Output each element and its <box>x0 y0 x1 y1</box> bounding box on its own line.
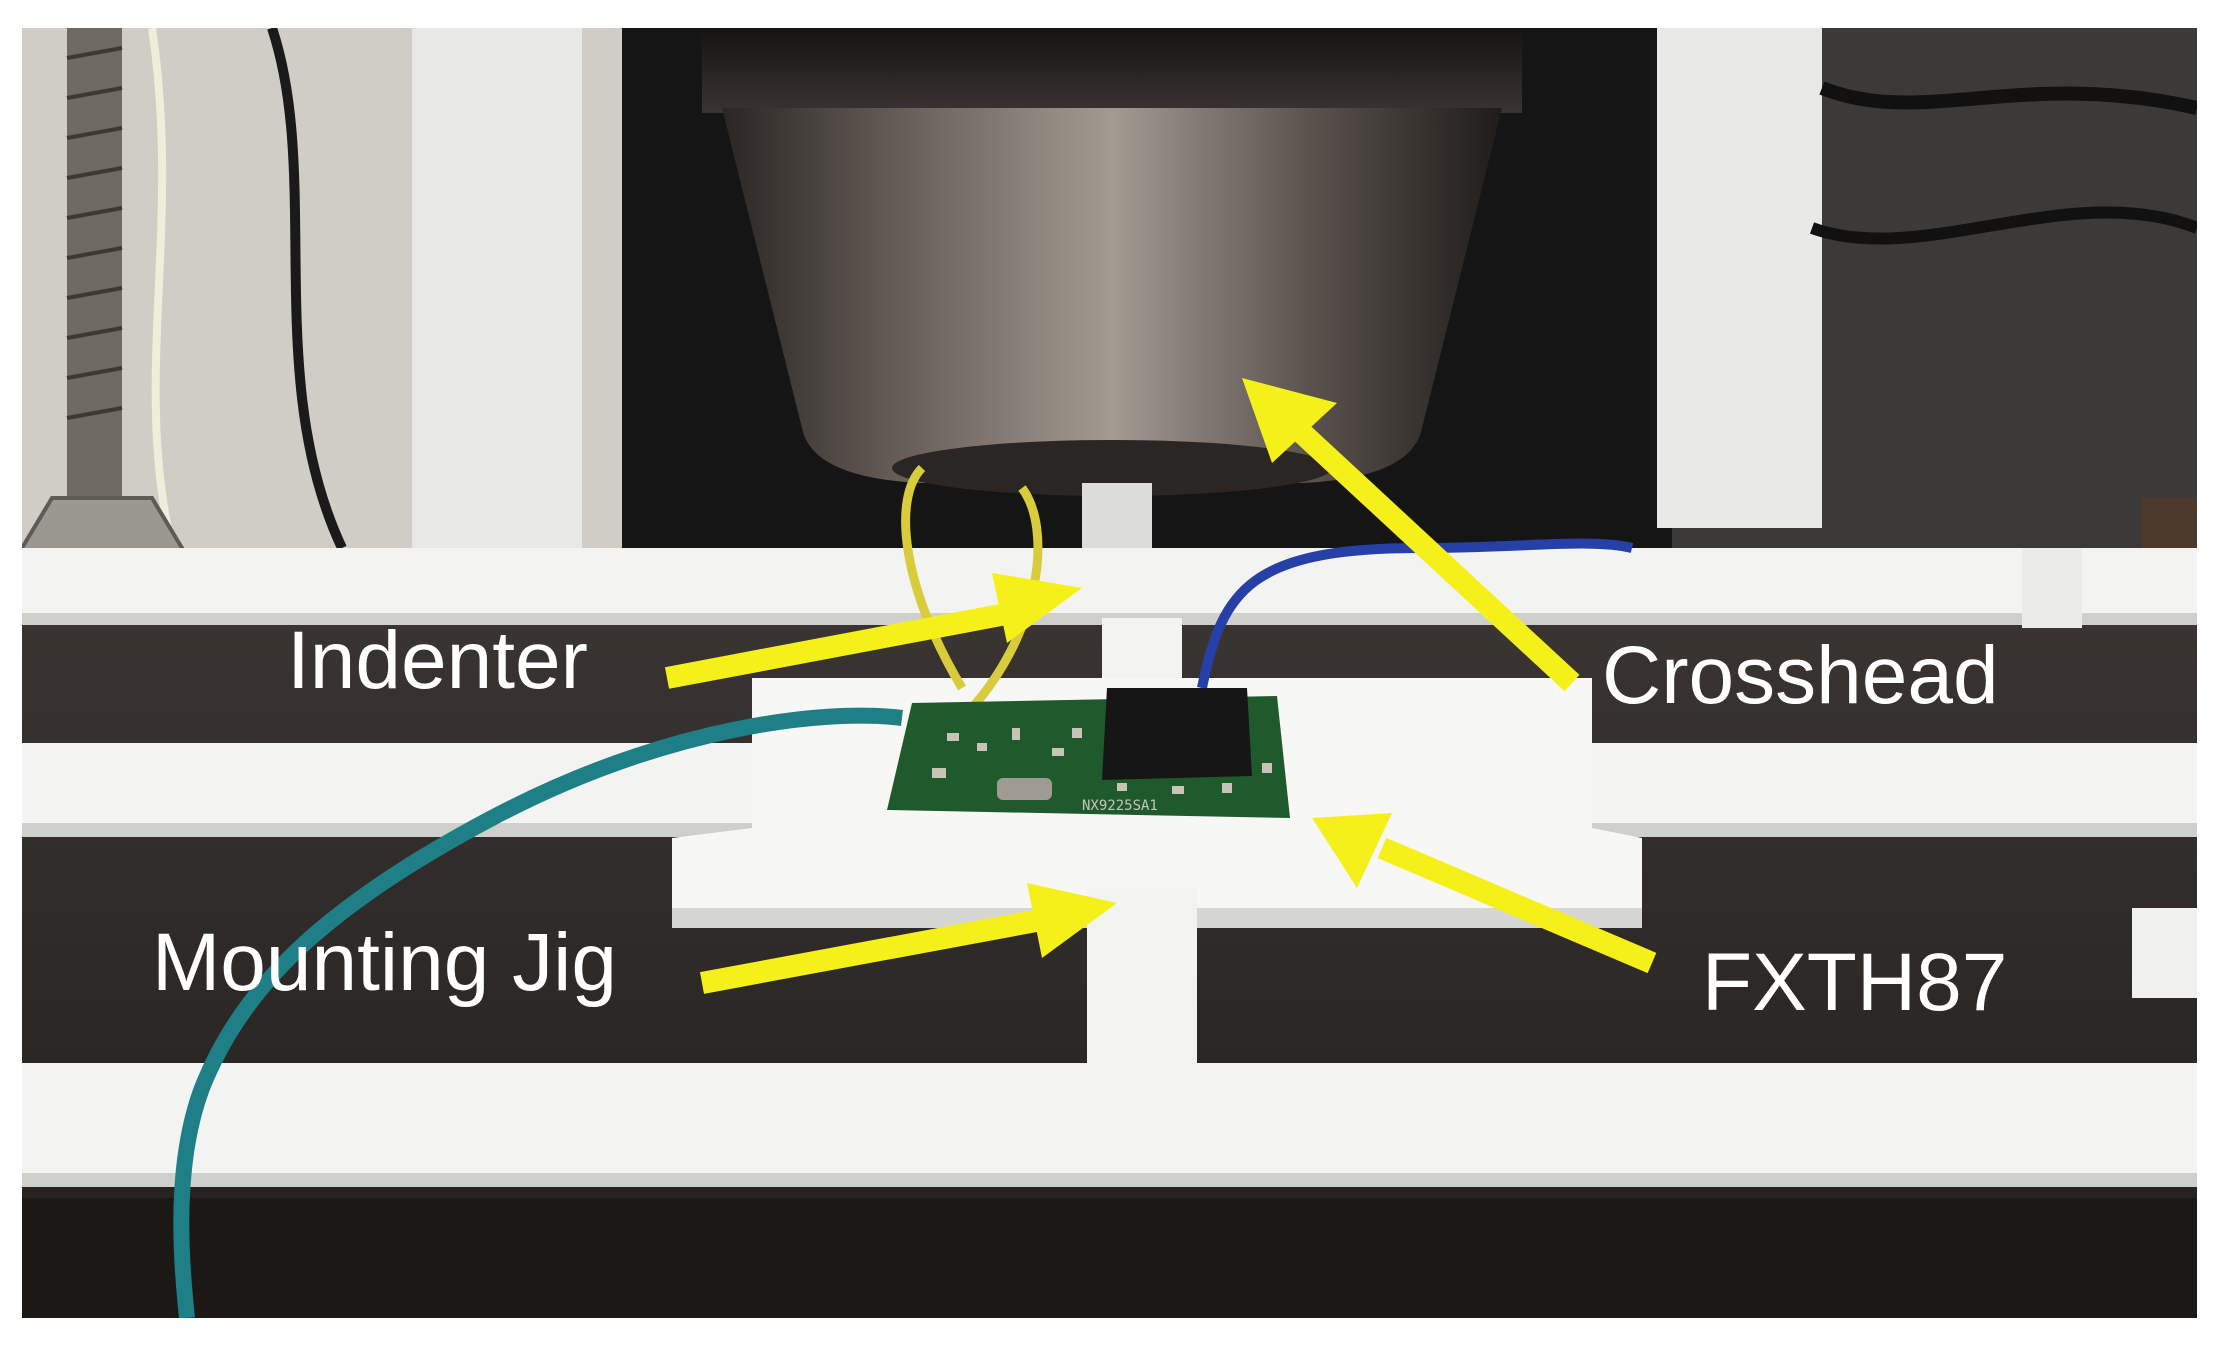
arrow-fxth87 <box>1312 813 1657 974</box>
photo: NX9225SA1 Indenter Crosshead Mounting Ji… <box>22 28 2197 1318</box>
arrow-mounting-jig <box>699 883 1117 994</box>
label-crosshead: Crosshead <box>1602 630 1999 721</box>
label-mounting-jig: Mounting Jig <box>152 917 617 1008</box>
crosshead <box>702 28 1522 496</box>
wires <box>173 464 1634 1318</box>
label-indenter: Indenter <box>287 615 588 706</box>
arrow-crosshead <box>1242 378 1580 692</box>
arrow-indenter <box>664 573 1082 689</box>
board-marking: NX9225SA1 <box>1082 798 1158 814</box>
fxth87-board: NX9225SA1 <box>887 688 1290 818</box>
base-plate <box>22 598 2197 1318</box>
annotation-arrows <box>664 378 1657 994</box>
label-fxth87: FXTH87 <box>1702 937 2007 1028</box>
